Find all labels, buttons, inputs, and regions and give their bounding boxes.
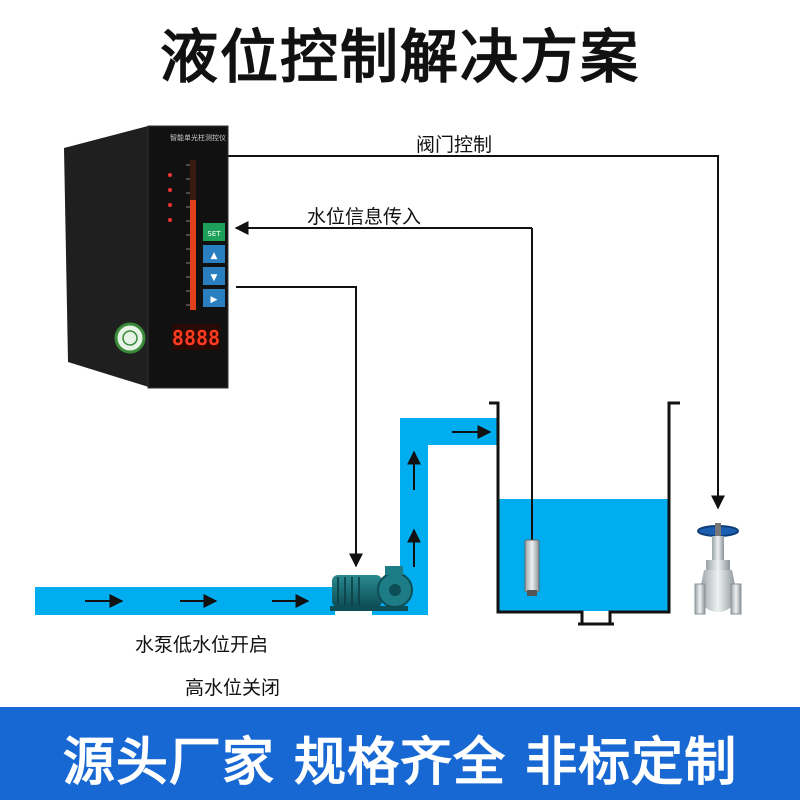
right-button [203,289,225,307]
label-water-level-input: 水位信息传入 [307,206,422,228]
label-high-off: 高水位关闭 [185,677,281,699]
controller-name: 智能单光柱测控仪 [170,133,226,142]
footer-banner [0,707,800,800]
level-sensor [524,228,540,596]
water-pump [330,566,413,611]
right-button-label: ▶ [211,295,218,305]
tank [489,401,680,626]
signal-line-valve [226,155,725,510]
certification-sticker-icon [114,322,146,354]
footer-text: 源头厂家 规格齐全 非标定制 [62,733,738,793]
set-button [203,223,225,241]
label-valve-control: 阀门控制 [416,134,493,156]
page-title: 液位控制解决方案 [159,23,640,91]
controller-device: SET ▲ ▼ ▶ 8888 智能单光柱测控仪 [64,125,229,389]
label-pump-low-on: 水泵低水位开启 [135,634,269,656]
tank-water [499,499,668,611]
up-button [203,245,225,263]
outlet-pipe [372,418,497,615]
flow-arrows [85,425,492,608]
signal-lines [226,155,725,568]
up-button-label: ▲ [211,251,218,261]
digital-display: 8888 [172,326,220,350]
gate-valve [694,523,742,615]
down-button-label: ▼ [211,273,218,283]
set-button-label: SET [207,230,221,238]
signal-line-pump [236,286,363,568]
down-button [203,267,225,285]
